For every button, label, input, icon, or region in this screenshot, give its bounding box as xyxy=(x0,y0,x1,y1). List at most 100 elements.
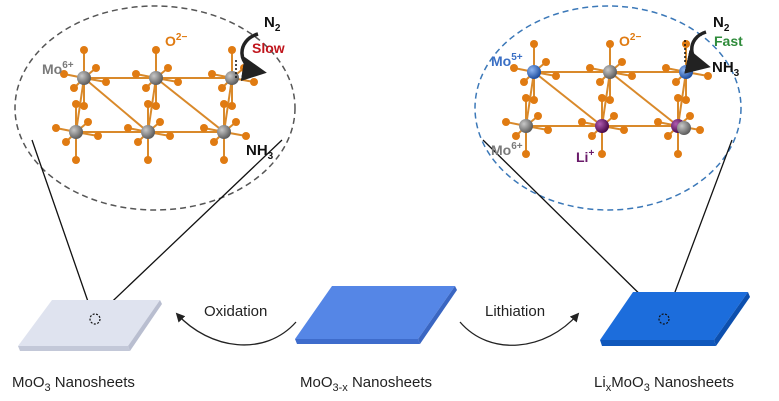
mo6-atom xyxy=(677,121,691,135)
oxygen-atom xyxy=(674,94,682,102)
right-n2-label: N2 xyxy=(713,14,730,34)
oxygen-atom xyxy=(522,94,530,102)
mo6-atom xyxy=(217,125,231,139)
oxygen-atom xyxy=(52,124,60,132)
oxygen-atom xyxy=(704,72,712,80)
oxygen-atom xyxy=(520,78,528,86)
bond xyxy=(609,71,679,127)
mo5-atom xyxy=(679,65,693,79)
oxygen-atom xyxy=(156,118,164,126)
right-nanosheet xyxy=(600,292,750,346)
oxygen-atom xyxy=(654,118,662,126)
left-zoom-line-b xyxy=(96,139,283,317)
right-rate-label: Fast xyxy=(714,33,743,49)
bond xyxy=(155,77,225,133)
oxygen-atom xyxy=(228,46,236,54)
oxygen-atom xyxy=(610,112,618,120)
oxygen-atom xyxy=(682,40,690,48)
oxygen-atom xyxy=(530,40,538,48)
middle-nanosheet xyxy=(295,286,457,344)
bond xyxy=(83,77,149,133)
left-zoom-line-a xyxy=(31,139,94,317)
left-nh3-label: NH3 xyxy=(246,142,274,162)
right-mo6-label: Mo6+ xyxy=(491,141,523,158)
oxygen-atom xyxy=(552,72,560,80)
oxygen-atom xyxy=(94,132,102,140)
mo6-atom xyxy=(141,125,155,139)
oxygen-atom xyxy=(174,78,182,86)
lithiation-arrow xyxy=(459,312,580,346)
oxygen-atom xyxy=(620,126,628,134)
oxidation-arrow xyxy=(175,312,297,346)
oxygen-atom xyxy=(522,150,530,158)
right-zoom: Mo5+ Mo6+ O2− Li+ N2 Fast NH3 xyxy=(474,5,743,317)
oxygen-atom xyxy=(534,112,542,120)
left-o-label: O2− xyxy=(165,32,187,49)
oxygen-atom xyxy=(696,126,704,134)
right-zoom-circle xyxy=(474,5,742,211)
bond xyxy=(525,71,535,127)
lithiation-label: Lithiation xyxy=(485,303,545,320)
oxygen-atom xyxy=(578,118,586,126)
left-zoom: Mo6+ O2− N2 Slow NH3 xyxy=(14,5,296,317)
mo6-atom xyxy=(69,125,83,139)
oxygen-atom xyxy=(502,118,510,126)
right-li-label: Li+ xyxy=(576,148,594,165)
left-n2-label: N2 xyxy=(264,14,281,34)
oxygen-atom xyxy=(596,78,604,86)
left-zoom-circle xyxy=(14,5,296,211)
oxygen-atom xyxy=(60,70,68,78)
oxygen-atom xyxy=(606,40,614,48)
oxygen-atom xyxy=(166,132,174,140)
li-atom xyxy=(595,119,609,133)
oxygen-atom xyxy=(598,150,606,158)
mo6-atom xyxy=(77,71,91,85)
oxygen-atom xyxy=(542,58,550,66)
oxygen-atom xyxy=(628,72,636,80)
oxygen-atom xyxy=(530,96,538,104)
right-mo5-label: Mo5+ xyxy=(491,52,523,69)
left-curved-arrow xyxy=(240,32,267,82)
oxygen-atom xyxy=(232,118,240,126)
oxygen-atom xyxy=(674,150,682,158)
mo6-atom xyxy=(149,71,163,85)
bond xyxy=(677,71,687,127)
oxygen-atom xyxy=(80,102,88,110)
oxygen-atom xyxy=(510,64,518,72)
oxygen-atom xyxy=(672,78,680,86)
left-nanosheet xyxy=(18,300,162,351)
bond xyxy=(75,77,85,133)
oxygen-atom xyxy=(512,132,520,140)
oxygen-atom xyxy=(124,124,132,132)
oxygen-atom xyxy=(84,118,92,126)
right-zoom-line-b xyxy=(665,139,733,317)
oxygen-atom xyxy=(70,84,78,92)
oxygen-atom xyxy=(152,46,160,54)
oxygen-atom xyxy=(586,64,594,72)
right-sheet-spot xyxy=(658,313,670,325)
oxygen-atom xyxy=(200,124,208,132)
oxygen-atom xyxy=(164,64,172,72)
oxygen-atom xyxy=(662,64,670,72)
left-caption: MoO3 Nanosheets xyxy=(12,374,135,394)
right-lattice xyxy=(502,40,712,158)
mo5-atom xyxy=(527,65,541,79)
oxygen-atom xyxy=(220,100,228,108)
oxygen-atom xyxy=(62,138,70,146)
right-nh3-label: NH3 xyxy=(712,59,740,79)
oxygen-atom xyxy=(686,112,694,120)
right-zoom-line-a xyxy=(482,139,663,317)
oxygen-atom xyxy=(72,156,80,164)
oxygen-atom xyxy=(92,64,100,72)
oxygen-atom xyxy=(220,156,228,164)
bond xyxy=(601,71,611,127)
oxygen-atom xyxy=(218,84,226,92)
right-curved-arrow xyxy=(684,30,711,74)
oxygen-atom xyxy=(664,132,672,140)
oxygen-atom xyxy=(544,126,552,134)
bond xyxy=(147,77,157,133)
mo6-atom xyxy=(603,65,617,79)
right-caption: LixMoO3 Nanosheets xyxy=(594,374,734,394)
